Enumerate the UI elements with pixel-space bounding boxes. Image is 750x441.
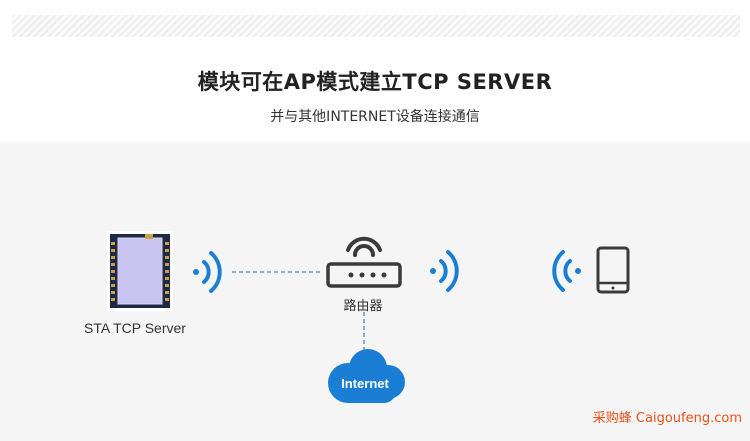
wifi-waves-icon <box>430 250 459 292</box>
wifi-waves-icon <box>193 251 222 293</box>
wifi-waves-icon <box>552 250 581 292</box>
cloud-label: Internet <box>341 376 389 391</box>
phone-icon <box>596 246 630 294</box>
watermark: 采购蜂 Caigoufeng.com <box>592 411 742 426</box>
router-icon <box>326 236 402 288</box>
page-subtitle: 并与其他INTERNET设备连接通信 <box>270 109 480 125</box>
module-icon <box>107 231 173 311</box>
router-label: 路由器 <box>343 299 383 314</box>
module-label: STA TCP Server <box>84 320 186 336</box>
header-hatch-band <box>12 15 740 37</box>
cloud-icon <box>328 349 405 403</box>
router-lights <box>348 272 387 278</box>
page-title: 模块可在AP模式建立TCP SERVER <box>197 70 553 94</box>
